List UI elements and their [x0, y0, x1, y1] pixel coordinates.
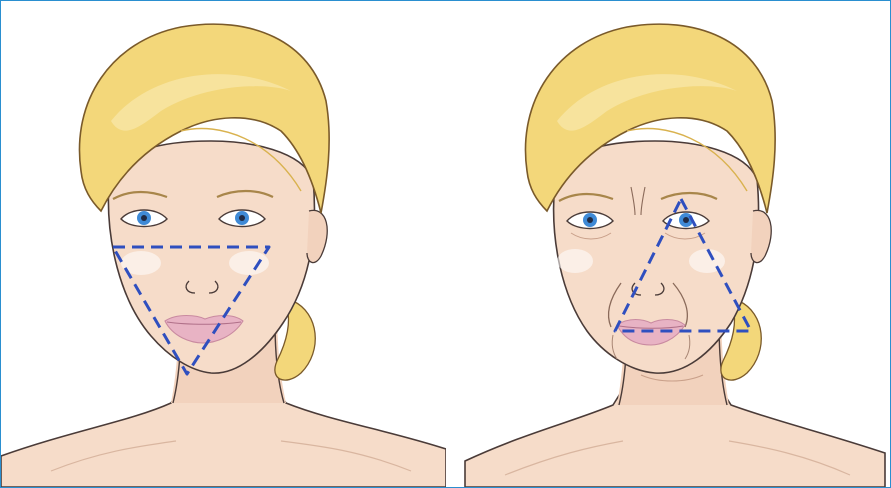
- ear-right: [751, 210, 771, 262]
- ear-right: [307, 210, 327, 262]
- cheek-right: [229, 251, 269, 275]
- cheek-left: [557, 249, 593, 273]
- youthful-face-panel: [1, 1, 446, 487]
- aged-face-panel: [445, 1, 890, 487]
- aged-face-illustration: [445, 1, 890, 487]
- youthful-face-illustration: [1, 1, 446, 487]
